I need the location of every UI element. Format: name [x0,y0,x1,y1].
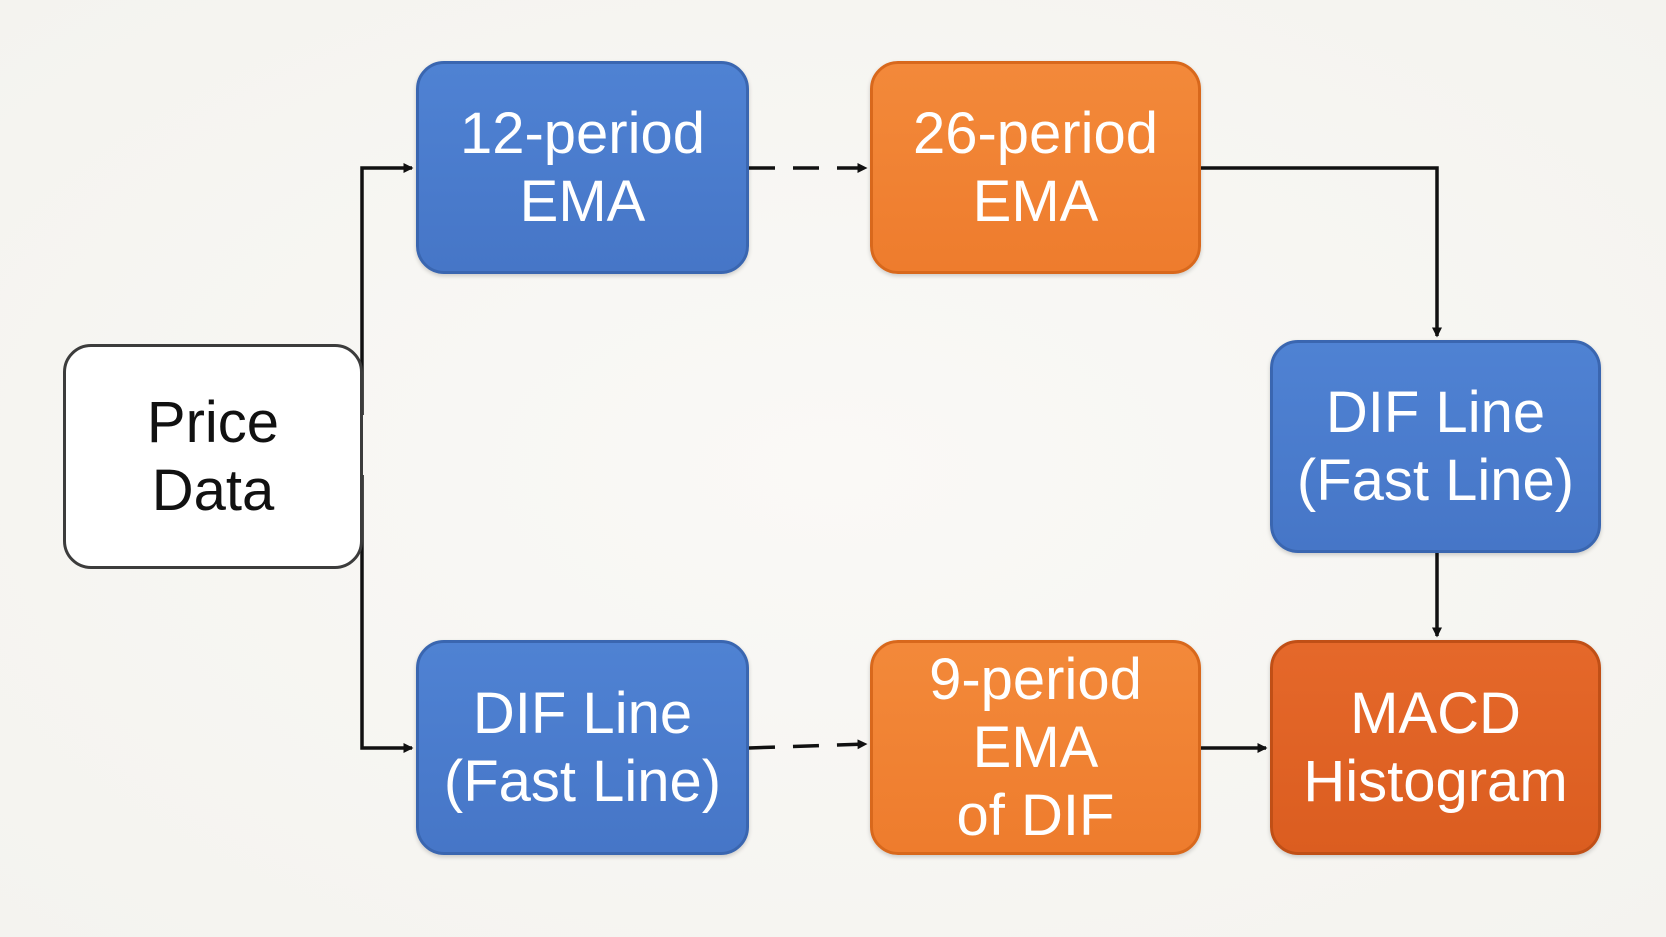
node-macd-line1: MACD [1350,680,1521,746]
node-dif-right: DIF Line (Fast Line) [1270,340,1601,553]
node-ema26: 26-period EMA [870,61,1201,274]
edge-price-to-ema12 [360,163,414,415]
node-ema26-line1: 26-period [912,100,1159,166]
node-ema12-line1: 12-period [459,100,706,166]
node-dif-right-line2: (Fast Line) [1296,447,1575,513]
node-price-data-line2: Data [151,457,275,523]
edge-dif-bottom-to-ema9 [748,739,868,750]
node-price-data-line1: Price [146,389,280,455]
node-ema26-line2: EMA [972,168,1099,234]
node-macd-line2: Histogram [1303,748,1568,814]
node-ema9-line2: EMA [972,714,1099,780]
edge-price-to-dif-bottom [360,475,414,753]
node-ema9-line1: 9-period [929,646,1142,712]
node-macd: MACD Histogram [1270,640,1601,855]
node-dif-bottom: DIF Line (Fast Line) [416,640,749,855]
node-ema9: 9-period EMA of DIF [870,640,1201,855]
node-dif-bottom-line1: DIF Line [472,680,693,746]
node-ema12: 12-period EMA [416,61,749,274]
node-dif-bottom-line2: (Fast Line) [443,748,722,814]
node-ema9-line3: of DIF [956,782,1115,848]
node-dif-right-line1: DIF Line [1325,379,1546,445]
node-ema12-line2: EMA [519,168,646,234]
node-price-data: Price Data [63,344,363,569]
edge-ema26-to-dif-right [1201,166,1442,338]
